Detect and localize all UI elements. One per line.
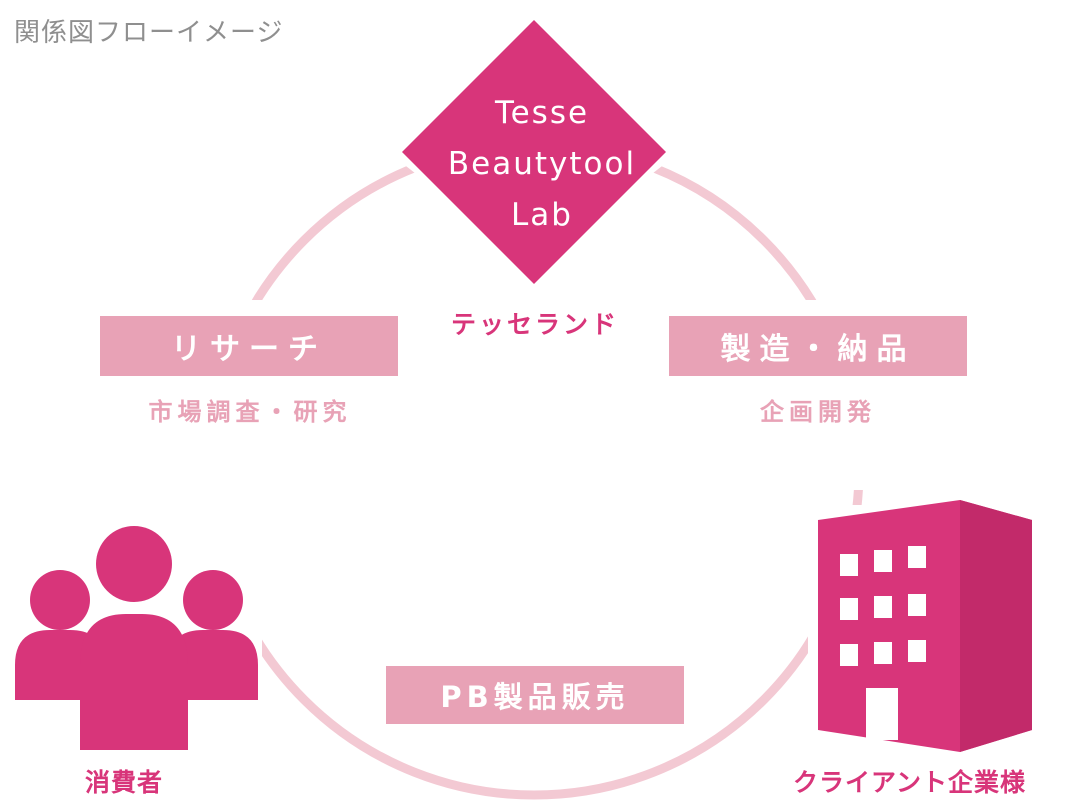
brand-line-1: Tesse <box>494 95 590 131</box>
manufacturing-title: 製造・納品 <box>720 332 916 367</box>
center-diamond <box>402 20 666 284</box>
people-icon <box>15 526 258 750</box>
center-brand-name: Tesse Beautytool Lab <box>412 88 672 241</box>
brand-line-2: Beautytool <box>447 146 637 182</box>
page-heading: 関係図フローイメージ <box>14 18 284 48</box>
research-subtitle: 市場調査・研究 <box>148 398 352 426</box>
building-icon <box>818 500 1032 752</box>
research-title: リサーチ <box>171 332 327 367</box>
client-label: クライアント企業様 <box>793 768 1027 797</box>
manufacturing-box: 製造・納品 <box>669 316 967 376</box>
manufacturing-subtitle: 企画開発 <box>760 398 876 426</box>
brand-line-3: Lab <box>511 197 573 233</box>
consumer-label: 消費者 <box>85 768 164 797</box>
research-box: リサーチ <box>100 316 398 376</box>
sales-title: PB製品販売 <box>440 680 630 714</box>
center-label: テッセランド <box>450 310 619 339</box>
sales-box: PB製品販売 <box>386 666 684 724</box>
